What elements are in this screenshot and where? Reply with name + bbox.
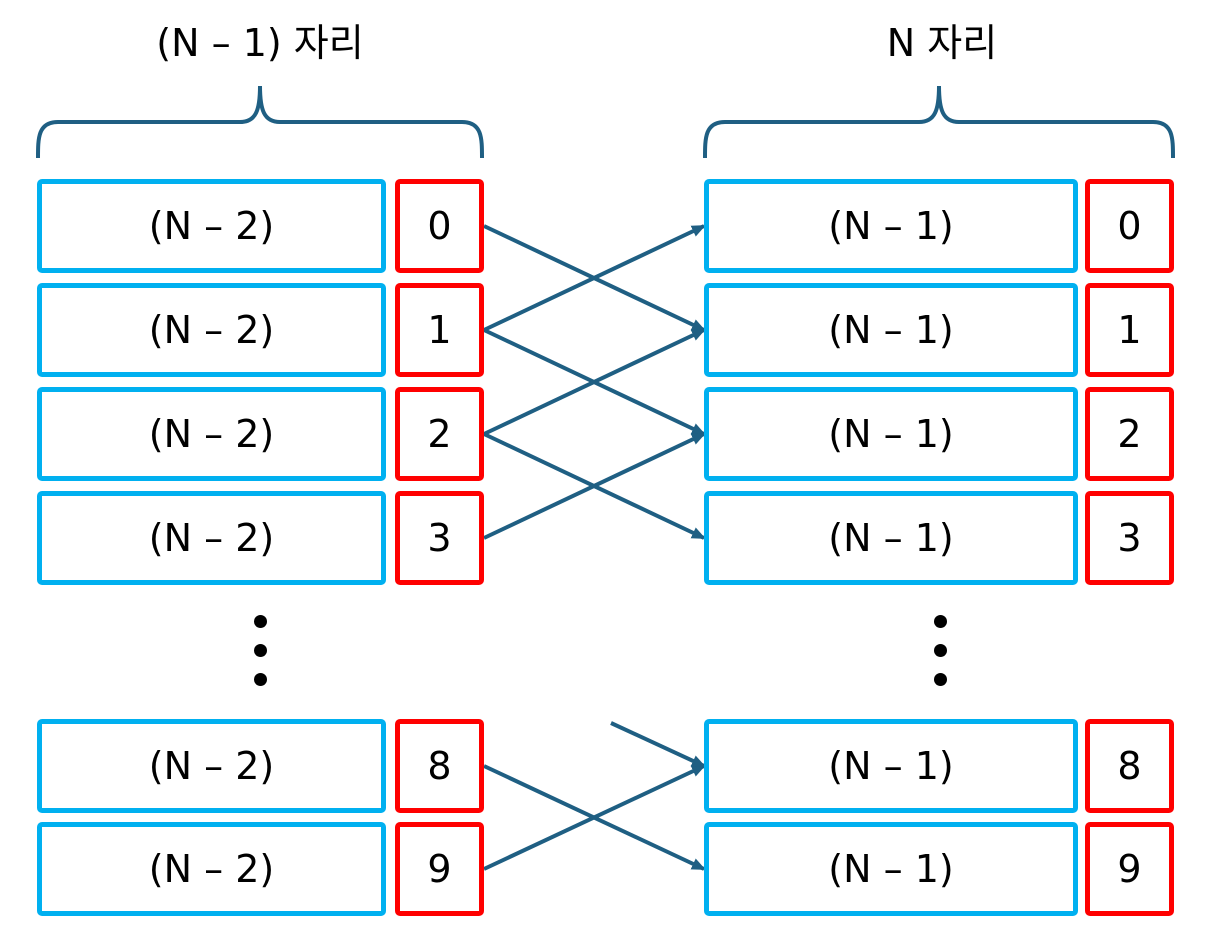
left-prefix-label: (N – 2) — [148, 204, 275, 248]
left-brace — [36, 85, 484, 159]
left-prefix-label: (N – 2) — [148, 744, 275, 788]
left-digit-label: 0 — [427, 204, 452, 248]
left-prefix-box-3: (N – 2) — [37, 491, 386, 585]
left-digit-box-1: 1 — [395, 283, 484, 377]
left-digit-box-3: 3 — [395, 491, 484, 585]
left-prefix-label: (N – 2) — [148, 847, 275, 891]
right-digit-label: 3 — [1117, 516, 1142, 560]
ellipsis-dot — [254, 644, 267, 657]
left-digit-box-0: 0 — [395, 179, 484, 273]
left-prefix-label: (N – 2) — [148, 516, 275, 560]
ellipsis-dot — [934, 673, 947, 686]
right-prefix-box-3: (N – 1) — [704, 491, 1078, 585]
left-prefix-box-2: (N – 2) — [37, 387, 386, 481]
ellipsis-dot — [934, 644, 947, 657]
right-prefix-box-0: (N – 1) — [704, 179, 1078, 273]
right-digit-box-1: 1 — [1085, 283, 1174, 377]
left-prefix-box-5: (N – 2) — [37, 822, 386, 916]
right-prefix-box-4: (N – 1) — [704, 719, 1078, 813]
left-prefix-box-1: (N – 2) — [37, 283, 386, 377]
left-prefix-box-4: (N – 2) — [37, 719, 386, 813]
ellipsis-dot — [254, 673, 267, 686]
left-digit-box-5: 9 — [395, 822, 484, 916]
left-digit-box-4: 8 — [395, 719, 484, 813]
right-digit-label: 2 — [1117, 412, 1142, 456]
right-digit-label: 8 — [1117, 744, 1142, 788]
left-digit-label: 3 — [427, 516, 452, 560]
right-prefix-box-1: (N – 1) — [704, 283, 1078, 377]
right-prefix-label: (N – 1) — [828, 516, 954, 560]
connection-arrow-7-to-8 — [610, 721, 706, 768]
right-digit-box-3: 3 — [1085, 491, 1174, 585]
left-prefix-box-0: (N – 2) — [37, 179, 386, 273]
connection-arrow-9-to-8 — [483, 764, 706, 871]
right-prefix-label: (N – 1) — [828, 847, 954, 891]
ellipsis-dot — [934, 615, 947, 628]
left-digit-label: 1 — [427, 308, 452, 352]
left-digit-label: 9 — [427, 847, 452, 891]
right-prefix-label: (N – 1) — [828, 412, 954, 456]
right-prefix-label: (N – 1) — [828, 308, 954, 352]
left-digit-label: 2 — [427, 412, 452, 456]
connection-arrow-2-to-1 — [483, 328, 706, 436]
right-digit-box-5: 9 — [1085, 822, 1174, 916]
right-group-title: N 자리 — [886, 21, 998, 65]
right-digit-label: 9 — [1117, 847, 1142, 891]
right-digit-box-4: 8 — [1085, 719, 1174, 813]
left-digit-label: 8 — [427, 744, 452, 788]
right-prefix-label: (N – 1) — [828, 204, 954, 248]
right-digit-label: 0 — [1117, 204, 1142, 248]
left-prefix-label: (N – 2) — [148, 308, 275, 352]
right-prefix-box-2: (N – 1) — [704, 387, 1078, 481]
right-digit-box-2: 2 — [1085, 387, 1174, 481]
connection-arrow-1-to-0 — [483, 224, 706, 332]
left-digit-box-2: 2 — [395, 387, 484, 481]
right-digit-box-0: 0 — [1085, 179, 1174, 273]
connection-arrow-3-to-2 — [483, 432, 706, 540]
left-prefix-label: (N – 2) — [148, 412, 275, 456]
left-group-title: (N – 1) 자리 — [156, 21, 364, 65]
right-prefix-box-5: (N – 1) — [704, 822, 1078, 916]
right-digit-label: 1 — [1117, 308, 1142, 352]
right-prefix-label: (N – 1) — [828, 744, 954, 788]
right-brace — [703, 85, 1175, 159]
ellipsis-dot — [254, 615, 267, 628]
